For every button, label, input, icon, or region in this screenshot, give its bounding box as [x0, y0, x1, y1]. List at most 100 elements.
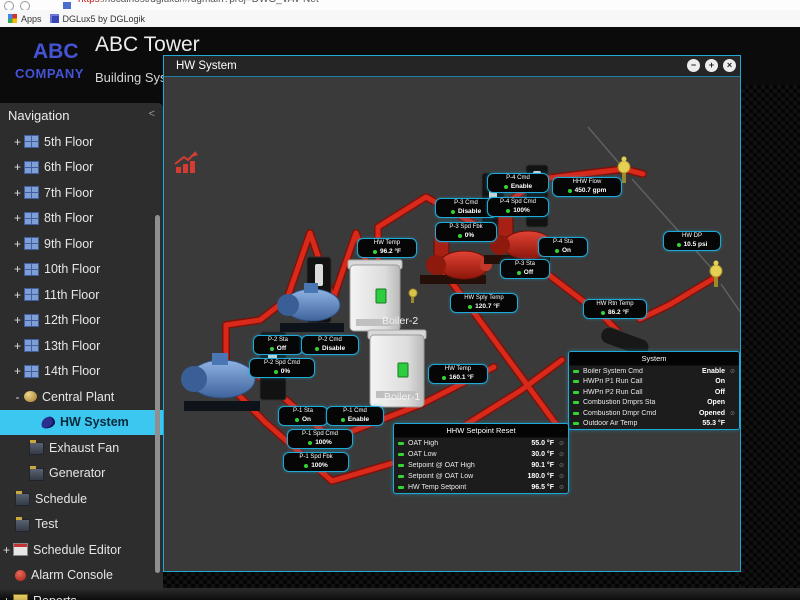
sidebar-item-schedule-editor[interactable]: +Schedule Editor — [0, 537, 163, 563]
table-row[interactable]: Outdoor Air Temp55.3 °F — [569, 419, 739, 430]
hw-system-window: HW System − + × — [163, 55, 741, 572]
sidebar-item-central-plant[interactable]: -Central Plant — [0, 384, 163, 410]
point-tag-p2-sta[interactable]: P-2 StaOff — [253, 335, 303, 355]
table-row[interactable]: HW Temp Setpoint96.5 °F⊘ — [394, 482, 568, 493]
building-icon — [24, 212, 39, 225]
sidebar-item-label: Generator — [49, 466, 105, 480]
expander-icon[interactable]: + — [1, 543, 12, 557]
row-label: HW Temp Setpoint — [408, 484, 531, 491]
sidebar-item-14th-floor[interactable]: +14th Floor — [0, 359, 163, 385]
building-icon — [24, 263, 39, 276]
status-led — [568, 189, 572, 193]
valve-icon[interactable] — [409, 289, 417, 303]
expander-icon[interactable]: + — [12, 237, 23, 251]
table-row[interactable]: Combustion Dmprs StaOpen — [569, 398, 739, 409]
point-tag-p2-spd-cmd[interactable]: P-2 Spd Cmd0% — [249, 358, 315, 378]
expander-icon[interactable]: + — [12, 135, 23, 149]
point-tag-p3-spd-fbk[interactable]: P-3 Spd Fbk0% — [435, 222, 497, 242]
point-tag-p1-sta[interactable]: P-1 StaOn — [278, 406, 328, 426]
sidebar-item-10th-floor[interactable]: +10th Floor — [0, 257, 163, 283]
minimize-button[interactable]: − — [687, 59, 700, 72]
sidebar-item-test[interactable]: Test — [0, 512, 163, 538]
sidebar-scrollbar[interactable] — [155, 215, 160, 573]
expander-icon[interactable]: + — [12, 313, 23, 327]
point-tag-p2-cmd[interactable]: P-2 CmdDisable — [301, 335, 359, 355]
building-icon — [24, 135, 39, 148]
background-texture — [741, 85, 800, 588]
maximize-button[interactable]: + — [705, 59, 718, 72]
status-led — [451, 210, 455, 214]
sidebar-item-5th-floor[interactable]: +5th Floor — [0, 129, 163, 155]
sidebar-item-label: 5th Floor — [44, 135, 93, 149]
url-text[interactable]: https://localhost/dglux5/#/dgmain?proj=D… — [78, 0, 319, 5]
point-tag-p1-spd-fbk[interactable]: P-1 Spd Fbk100% — [283, 452, 349, 472]
trend-chart-icon[interactable] — [175, 151, 198, 173]
sidebar-item-schedule[interactable]: Schedule — [0, 486, 163, 512]
table-row[interactable]: Setpoint @ OAT High90.1 °F⊘ — [394, 460, 568, 471]
sidebar-item-label: 11th Floor — [44, 288, 99, 302]
table-row[interactable]: HWPri P2 Run CallOff — [569, 387, 739, 398]
sidebar-item-7th-floor[interactable]: +7th Floor — [0, 180, 163, 206]
point-tag-hw-dp[interactable]: HW DP10.5 psi — [663, 231, 721, 251]
sidebar-item-11th-floor[interactable]: +11th Floor — [0, 282, 163, 308]
point-tag-hw-temp-2[interactable]: HW Temp160.1 °F — [428, 364, 488, 384]
table-row[interactable]: OAT High55.0 °F⊘ — [394, 438, 568, 449]
row-label: Setpoint @ OAT Low — [408, 473, 527, 480]
expander-icon[interactable]: + — [12, 339, 23, 353]
boiler-status-indicator — [376, 289, 386, 303]
point-tag-p4-spd-cmd[interactable]: P-4 Spd Cmd100% — [487, 197, 549, 217]
sidebar-item-9th-floor[interactable]: +9th Floor — [0, 231, 163, 257]
table-row[interactable]: Setpoint @ OAT Low180.0 °F⊘ — [394, 471, 568, 482]
sidebar-item-generator[interactable]: Generator — [0, 461, 163, 487]
status-led — [458, 234, 462, 238]
table-row[interactable]: Boiler System CmdEnable⊘ — [569, 366, 739, 377]
expander-icon[interactable]: + — [12, 288, 23, 302]
tab-favicon — [63, 2, 71, 9]
point-tag-hhw-flow[interactable]: HHW Flow450.7 gpm — [552, 177, 622, 197]
table-row[interactable]: Combustion Dmpr CmdOpened⊘ — [569, 408, 739, 419]
bookmark-dglux[interactable]: DGLux5 by DGLogik — [50, 14, 146, 24]
status-bullet — [398, 442, 404, 445]
point-tag-hw-temp[interactable]: HW Temp96.2 °F — [357, 238, 417, 258]
expander-icon[interactable]: + — [12, 211, 23, 225]
page-subtitle: Building Sys — [95, 70, 167, 85]
point-tag-p3-sta[interactable]: P-3 StaOff — [500, 259, 550, 279]
status-bullet — [573, 380, 579, 383]
status-bullet — [573, 401, 579, 404]
sidebar-item-reports[interactable]: +Reports — [0, 588, 163, 600]
building-icon — [24, 339, 39, 352]
row-label: HWPri P1 Run Call — [583, 378, 715, 385]
expander-icon[interactable]: - — [12, 390, 23, 404]
expander-icon[interactable]: + — [12, 160, 23, 174]
point-tag-hw-sply-temp[interactable]: HW Sply Temp120.7 °F — [450, 293, 518, 313]
sidebar-item-hw-system[interactable]: HW System — [0, 410, 163, 436]
row-value: Off — [715, 389, 725, 396]
expander-icon[interactable]: + — [12, 186, 23, 200]
window-titlebar[interactable]: HW System − + × — [164, 56, 740, 77]
point-tag-p4-cmd[interactable]: P-4 CmdEnable — [487, 173, 549, 193]
point-tag-p4-sta[interactable]: P-4 StaOn — [538, 237, 588, 257]
bookmark-apps[interactable]: Apps — [8, 14, 42, 24]
hw-primary-pump-blue[interactable] — [181, 353, 260, 411]
point-tag-p1-cmd[interactable]: P-1 CmdEnable — [326, 406, 384, 426]
boiler-1-label: Boiler-1 — [384, 391, 420, 403]
sidebar-item-13th-floor[interactable]: +13th Floor — [0, 333, 163, 359]
point-tag-hw-rtn-temp[interactable]: HW Rtn Temp86.2 °F — [583, 299, 647, 319]
expander-icon[interactable]: + — [1, 594, 12, 600]
piping-diagram-svg — [164, 77, 740, 571]
alarm-bell-icon — [15, 570, 26, 581]
status-bullet — [573, 422, 579, 425]
expander-icon[interactable]: + — [12, 364, 23, 378]
folder-icon — [13, 594, 28, 600]
sidebar-item-6th-floor[interactable]: +6th Floor — [0, 155, 163, 181]
sidebar-item-8th-floor[interactable]: +8th Floor — [0, 206, 163, 232]
point-tag-p1-spd-cmd[interactable]: P-1 Spd Cmd100% — [287, 429, 353, 449]
table-row[interactable]: OAT Low30.0 °F⊘ — [394, 449, 568, 460]
sidebar-item-12th-floor[interactable]: +12th Floor — [0, 308, 163, 334]
sidebar-item-alarm-console[interactable]: Alarm Console — [0, 563, 163, 589]
sidebar-item-exhaust-fan[interactable]: Exhaust Fan — [0, 435, 163, 461]
expander-icon[interactable]: + — [12, 262, 23, 276]
table-row[interactable]: HWPri P1 Run CallOn — [569, 377, 739, 388]
collapse-chevron-icon[interactable]: < — [149, 108, 155, 120]
close-button[interactable]: × — [723, 59, 736, 72]
